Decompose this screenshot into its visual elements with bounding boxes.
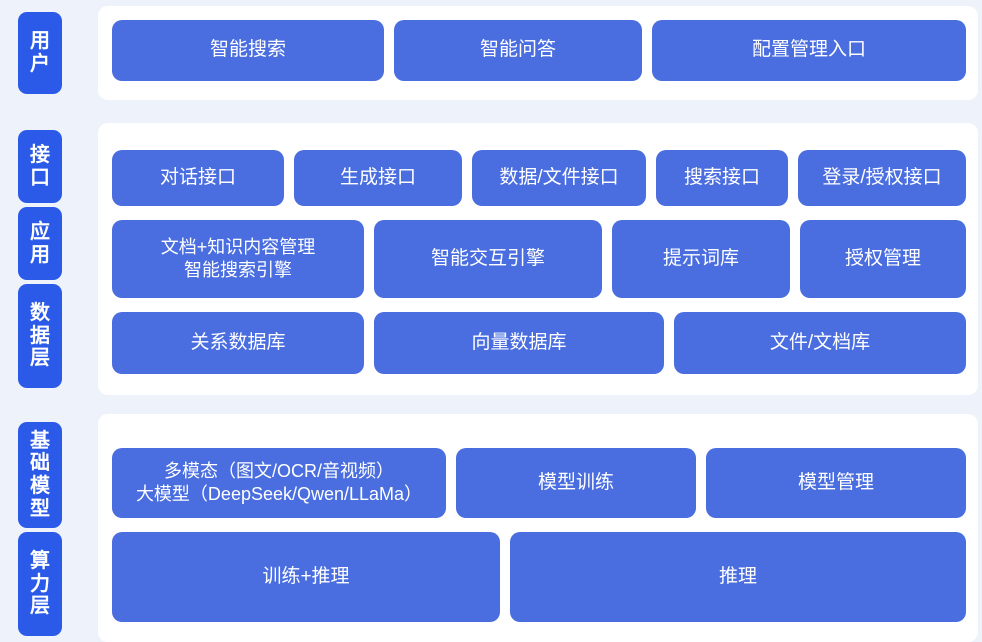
box-doc-knowledge-management-line2: 智能搜索引擎 xyxy=(183,260,292,280)
box-doc-knowledge-management[interactable]: 文档+知识内容管理 智能搜索引擎 xyxy=(112,220,364,298)
layer-tab-interface[interactable]: 接口 xyxy=(18,130,62,203)
layer-tab-data-label: 数据层 xyxy=(30,302,50,370)
box-vector-database[interactable]: 向量数据库 xyxy=(374,312,664,374)
box-data-file-api-label: 数据/文件接口 xyxy=(499,166,619,188)
box-login-auth-api[interactable]: 登录/授权接口 xyxy=(798,150,966,206)
layer-tab-foundation-model-label: 基础模型 xyxy=(30,429,50,520)
box-intelligent-search-label: 智能搜索 xyxy=(209,39,286,61)
box-multimodal-llm-line2: 大模型（DeepSeek/Qwen/LLaMa） xyxy=(135,484,423,504)
box-inference[interactable]: 推理 xyxy=(510,532,966,622)
box-search-api[interactable]: 搜索接口 xyxy=(656,150,788,206)
box-authorization-management-label: 授权管理 xyxy=(844,247,921,269)
box-dialog-api[interactable]: 对话接口 xyxy=(112,150,284,206)
box-generation-api-label: 生成接口 xyxy=(339,166,416,188)
layer-tab-application[interactable]: 应用 xyxy=(18,207,62,280)
box-authorization-management[interactable]: 授权管理 xyxy=(800,220,966,298)
box-file-document-store-label: 文件/文档库 xyxy=(769,331,871,353)
layer-tab-interface-label: 接口 xyxy=(30,143,50,189)
box-intelligent-search[interactable]: 智能搜索 xyxy=(112,20,384,81)
box-inference-label: 推理 xyxy=(718,565,757,587)
box-config-management-entry-label: 配置管理入口 xyxy=(751,39,866,61)
layer-tab-application-label: 应用 xyxy=(30,220,50,266)
box-multimodal-llm-line1: 多模态（图文/OCR/音视频） xyxy=(164,460,394,481)
box-prompt-library-label: 提示词库 xyxy=(662,247,739,269)
layer-tab-foundation-model[interactable]: 基础模型 xyxy=(18,422,62,528)
box-search-api-label: 搜索接口 xyxy=(683,166,760,188)
box-training-and-inference[interactable]: 训练+推理 xyxy=(112,532,500,622)
box-model-management[interactable]: 模型管理 xyxy=(706,448,966,518)
box-model-training-label: 模型训练 xyxy=(537,471,614,493)
box-interaction-engine-label: 智能交互引擎 xyxy=(430,247,545,269)
layer-tab-user-label: 用户 xyxy=(30,30,50,75)
box-vector-database-label: 向量数据库 xyxy=(471,331,567,353)
box-multimodal-llm[interactable]: 多模态（图文/OCR/音视频） 大模型（DeepSeek/Qwen/LLaMa） xyxy=(112,448,446,518)
box-dialog-api-label: 对话接口 xyxy=(159,166,236,188)
box-interaction-engine[interactable]: 智能交互引擎 xyxy=(374,220,602,298)
box-doc-knowledge-management-text: 文档+知识内容管理 智能搜索引擎 xyxy=(161,236,316,282)
layer-tab-user[interactable]: 用户 xyxy=(18,12,62,94)
layer-tab-compute[interactable]: 算力层 xyxy=(18,532,62,636)
box-config-management-entry[interactable]: 配置管理入口 xyxy=(652,20,966,81)
box-doc-knowledge-management-line1: 文档+知识内容管理 xyxy=(160,236,316,257)
box-intelligent-qa-label: 智能问答 xyxy=(479,39,556,61)
box-model-training[interactable]: 模型训练 xyxy=(456,448,696,518)
layer-tab-compute-label: 算力层 xyxy=(30,550,50,618)
box-intelligent-qa[interactable]: 智能问答 xyxy=(394,20,642,81)
box-multimodal-llm-text: 多模态（图文/OCR/音视频） 大模型（DeepSeek/Qwen/LLaMa） xyxy=(136,460,422,506)
box-model-management-label: 模型管理 xyxy=(797,471,874,493)
box-login-auth-api-label: 登录/授权接口 xyxy=(822,166,942,188)
box-relational-database-label: 关系数据库 xyxy=(190,331,286,353)
box-relational-database[interactable]: 关系数据库 xyxy=(112,312,364,374)
box-file-document-store[interactable]: 文件/文档库 xyxy=(674,312,966,374)
box-generation-api[interactable]: 生成接口 xyxy=(294,150,462,206)
layer-tab-data[interactable]: 数据层 xyxy=(18,284,62,388)
box-data-file-api[interactable]: 数据/文件接口 xyxy=(472,150,646,206)
box-training-and-inference-label: 训练+推理 xyxy=(262,565,350,587)
box-prompt-library[interactable]: 提示词库 xyxy=(612,220,790,298)
